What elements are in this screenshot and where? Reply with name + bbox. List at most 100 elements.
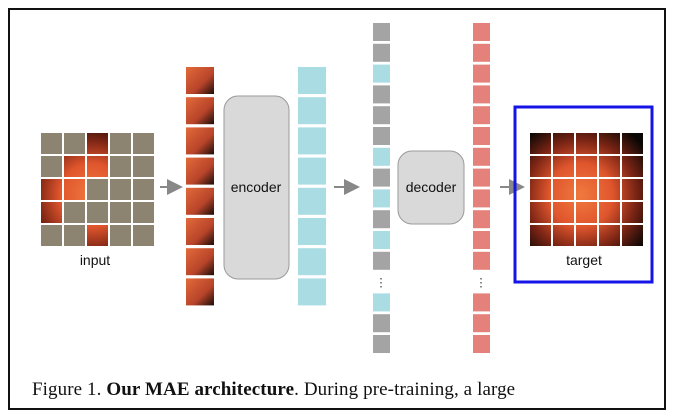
decoder-output-token: [473, 210, 490, 229]
masked-patch: [133, 133, 154, 154]
visible-patch-token: [186, 157, 214, 185]
mask-token: [373, 251, 390, 270]
masked-patch: [87, 179, 108, 200]
decoder-output-token: [473, 23, 490, 41]
grid-gap: [530, 223, 643, 225]
figure-frame: [8, 8, 666, 410]
encoded-token: [373, 147, 390, 166]
mask-token: [373, 106, 390, 125]
decoder-output-token: [473, 251, 490, 270]
ellipsis: ⋮: [375, 276, 387, 290]
ellipsis: ⋮: [475, 276, 487, 290]
visible-patch-token: [186, 218, 214, 245]
visible-patches-column: [186, 67, 214, 306]
visible-patch-token: [186, 187, 214, 215]
grid-gap: [530, 177, 643, 179]
caption-bold-title: Our MAE architecture: [106, 379, 295, 400]
decoder-output-token: [473, 43, 490, 62]
visible-patch: [64, 179, 85, 200]
visible-patch-token: [186, 278, 214, 306]
decoder-output-token: [473, 231, 490, 249]
grid-gap: [620, 133, 622, 246]
grid-gap: [41, 177, 154, 179]
encoder-box: [223, 95, 290, 280]
visible-patch-token: [186, 248, 214, 276]
decoder-output-token: [473, 189, 490, 208]
caption-prefix: Figure 1.: [32, 379, 102, 400]
visible-patch: [41, 179, 62, 200]
mask-token: [373, 168, 390, 187]
grid-gap: [574, 133, 576, 246]
masked-patch: [41, 156, 62, 177]
grid-gap: [41, 154, 154, 156]
visible-patch: [87, 225, 108, 246]
grid-gap: [530, 154, 643, 156]
grid-gap: [108, 133, 110, 246]
masked-patch: [133, 202, 154, 223]
visible-patch: [87, 133, 108, 154]
visible-patch: [41, 202, 62, 223]
grid-gap: [41, 223, 154, 225]
encoded-token: [298, 248, 326, 276]
encoded-token: [373, 231, 390, 249]
decoder-box: [397, 150, 465, 225]
visible-patch: [87, 156, 108, 177]
target-label: target: [566, 252, 602, 268]
masked-patch: [41, 225, 62, 246]
grid-gap: [41, 200, 154, 202]
decoder-output-token: [473, 64, 490, 83]
input-label: input: [80, 252, 110, 268]
masked-patch: [133, 225, 154, 246]
grid-gap: [62, 133, 64, 246]
masked-patch: [64, 133, 85, 154]
masked-patch: [110, 133, 131, 154]
encoded-token: [298, 67, 326, 94]
mask-token: [373, 314, 390, 333]
masked-patch: [64, 225, 85, 246]
decoder-output-token: [473, 127, 490, 145]
mask-token: [373, 85, 390, 104]
mask-token: [373, 23, 390, 41]
decoder-label: decoder: [406, 179, 457, 195]
masked-patch: [110, 156, 131, 177]
target-image-grid: [530, 133, 643, 246]
encoded-token: [373, 64, 390, 83]
decoder-output-token: [473, 85, 490, 104]
visible-patch: [64, 156, 85, 177]
grid-gap: [85, 133, 87, 246]
decoder-output-column: ⋮: [473, 23, 490, 353]
masked-patch: [133, 179, 154, 200]
encoded-token: [298, 97, 326, 125]
encoded-token: [298, 187, 326, 215]
visible-patch-token: [186, 127, 214, 155]
masked-patch: [87, 202, 108, 223]
decoder-output-token: [473, 314, 490, 333]
decoder-output-token: [473, 147, 490, 166]
masked-patch: [133, 156, 154, 177]
encoded-token: [298, 127, 326, 155]
figure-caption: Figure 1. Our MAE architecture. During p…: [32, 379, 515, 401]
masked-patch: [64, 202, 85, 223]
mask-token: [373, 335, 390, 353]
visible-patch-token: [186, 97, 214, 125]
encoded-token: [298, 278, 326, 306]
mask-token: [373, 127, 390, 145]
input-image-grid: [41, 133, 154, 246]
mask-token: [373, 43, 390, 62]
encoded-token: [298, 157, 326, 185]
target-image-background: [530, 133, 643, 246]
masked-patch: [41, 133, 62, 154]
target-highlight-box: [513, 105, 654, 284]
encoded-token: [298, 218, 326, 245]
decoder-output-token: [473, 168, 490, 187]
masked-patch: [110, 225, 131, 246]
mask-token: [373, 210, 390, 229]
grid-gap: [530, 200, 643, 202]
decoder-output-token: [473, 335, 490, 353]
masked-patch: [110, 202, 131, 223]
visible-patch-token: [186, 67, 214, 94]
encoded-token: [373, 293, 390, 312]
decoder-output-token: [473, 106, 490, 125]
encoded-tokens-column: [298, 67, 326, 306]
encoder-label: encoder: [231, 179, 282, 195]
